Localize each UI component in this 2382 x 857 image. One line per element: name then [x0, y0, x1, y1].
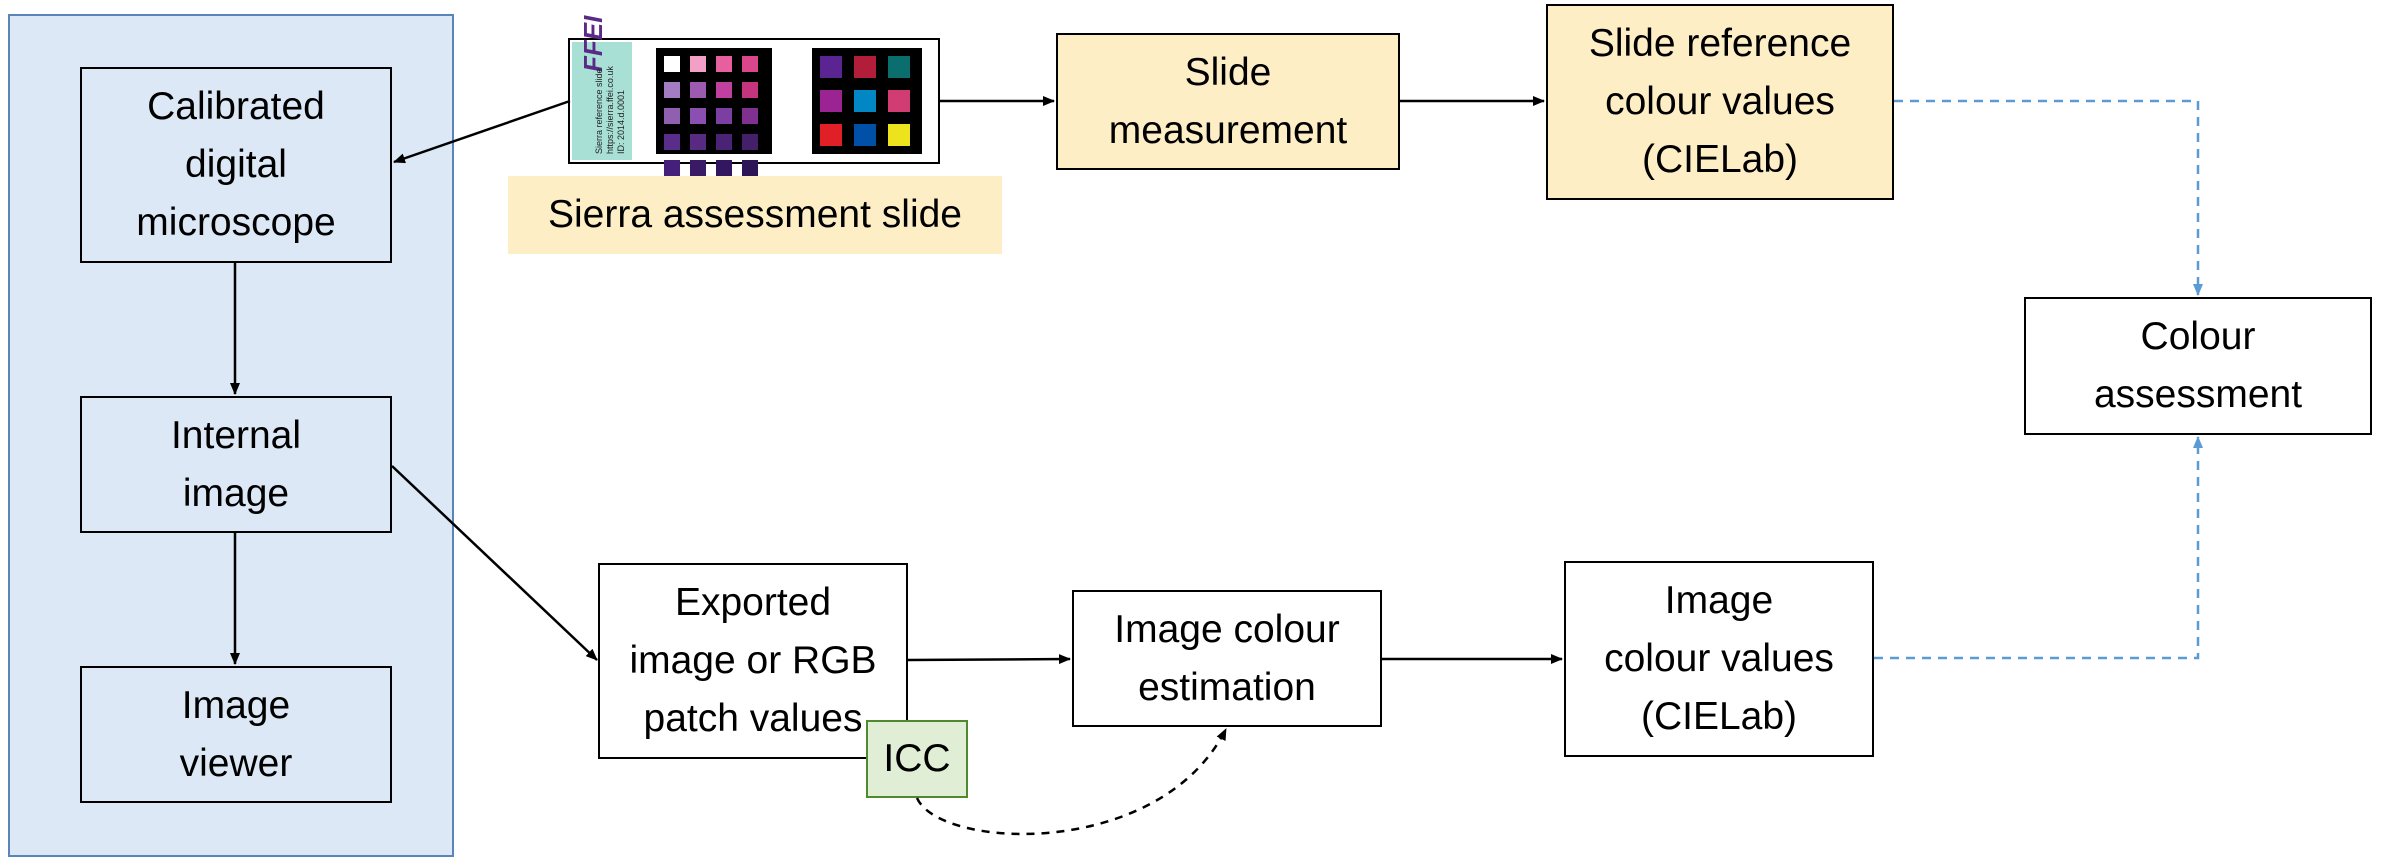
colour-patch: [742, 82, 758, 98]
colour-patch: [664, 56, 680, 72]
colour-patch: [854, 124, 876, 146]
colour-assessment-label: Colour assessment: [2093, 315, 2303, 416]
internal-image-node: Internal image: [80, 396, 392, 533]
colour-patch: [716, 82, 732, 98]
colour-patch: [854, 90, 876, 112]
colour-patch: [888, 56, 910, 78]
arrow-reference-to-assessment: [1894, 99, 2203, 296]
colour-patch: [664, 160, 680, 176]
image-viewer-label: Image viewer: [179, 683, 293, 785]
colour-patch: [820, 124, 842, 146]
sierra-slide-caption: Sierra assessment slide: [508, 176, 1002, 254]
arrow-icc-to-estimation: [915, 728, 1228, 836]
colour-patch: [716, 160, 732, 176]
slide-reference-node: Slide reference colour values (CIELab): [1546, 4, 1894, 200]
image-colour-values-label: Image colour values (CIELab): [1604, 579, 1834, 738]
colour-patch: [664, 134, 680, 150]
colour-patch: [690, 108, 706, 124]
colour-patch: [820, 56, 842, 78]
colour-patch: [716, 134, 732, 150]
calibrated-microscope-node: Calibrated digital microscope: [80, 67, 392, 263]
arrow-internal-to-exported: [391, 465, 598, 661]
image-colour-estimation-node: Image colour estimation: [1072, 590, 1382, 727]
arrow-exported-to-estimation: [907, 654, 1071, 665]
right-colour-chart: [812, 48, 922, 154]
slide-reference-label: Slide reference colour values (CIELab): [1588, 22, 1852, 181]
colour-patch: [742, 134, 758, 150]
exported-image-label: Exported image or RGB patch values: [629, 581, 877, 740]
colour-patch: [690, 134, 706, 150]
image-colour-values-node: Image colour values (CIELab): [1564, 561, 1874, 757]
slide-label-strip: FFEI Sierra reference slide https://sier…: [572, 16, 632, 160]
left-colour-chart: [656, 48, 772, 176]
colour-patch: [742, 160, 758, 176]
image-colour-estimation-label: Image colour estimation: [1114, 607, 1340, 709]
colour-patch: [690, 56, 706, 72]
colour-patch: [888, 124, 910, 146]
icc-profile-node: ICC: [866, 720, 968, 798]
colour-patch: [742, 56, 758, 72]
sierra-slide-image: FFEI Sierra reference slide https://sier…: [568, 16, 940, 176]
colour-patch: [820, 90, 842, 112]
colour-patch: [716, 108, 732, 124]
colour-patch: [664, 82, 680, 98]
image-viewer-node: Image viewer: [80, 666, 392, 803]
colour-patch: [664, 108, 680, 124]
colour-patch: [742, 108, 758, 124]
internal-image-label: Internal image: [170, 413, 302, 515]
colour-patch: [716, 56, 732, 72]
arrow-values-to-assessment: [1874, 436, 2203, 660]
slide-measurement-label: Slide measurement: [1108, 50, 1348, 152]
colour-patch: [690, 160, 706, 176]
exported-image-node: Exported image or RGB patch values: [598, 563, 908, 759]
colour-assessment-node: Colour assessment: [2024, 297, 2372, 435]
arrow-slide-to-microscope: [393, 99, 571, 164]
colour-patch: [854, 56, 876, 78]
icc-label: ICC: [883, 737, 951, 780]
colour-patch: [690, 82, 706, 98]
calibrated-microscope-label: Calibrated digital microscope: [136, 85, 336, 244]
slide-measurement-node: Slide measurement: [1056, 33, 1400, 170]
colour-patch: [888, 90, 910, 112]
